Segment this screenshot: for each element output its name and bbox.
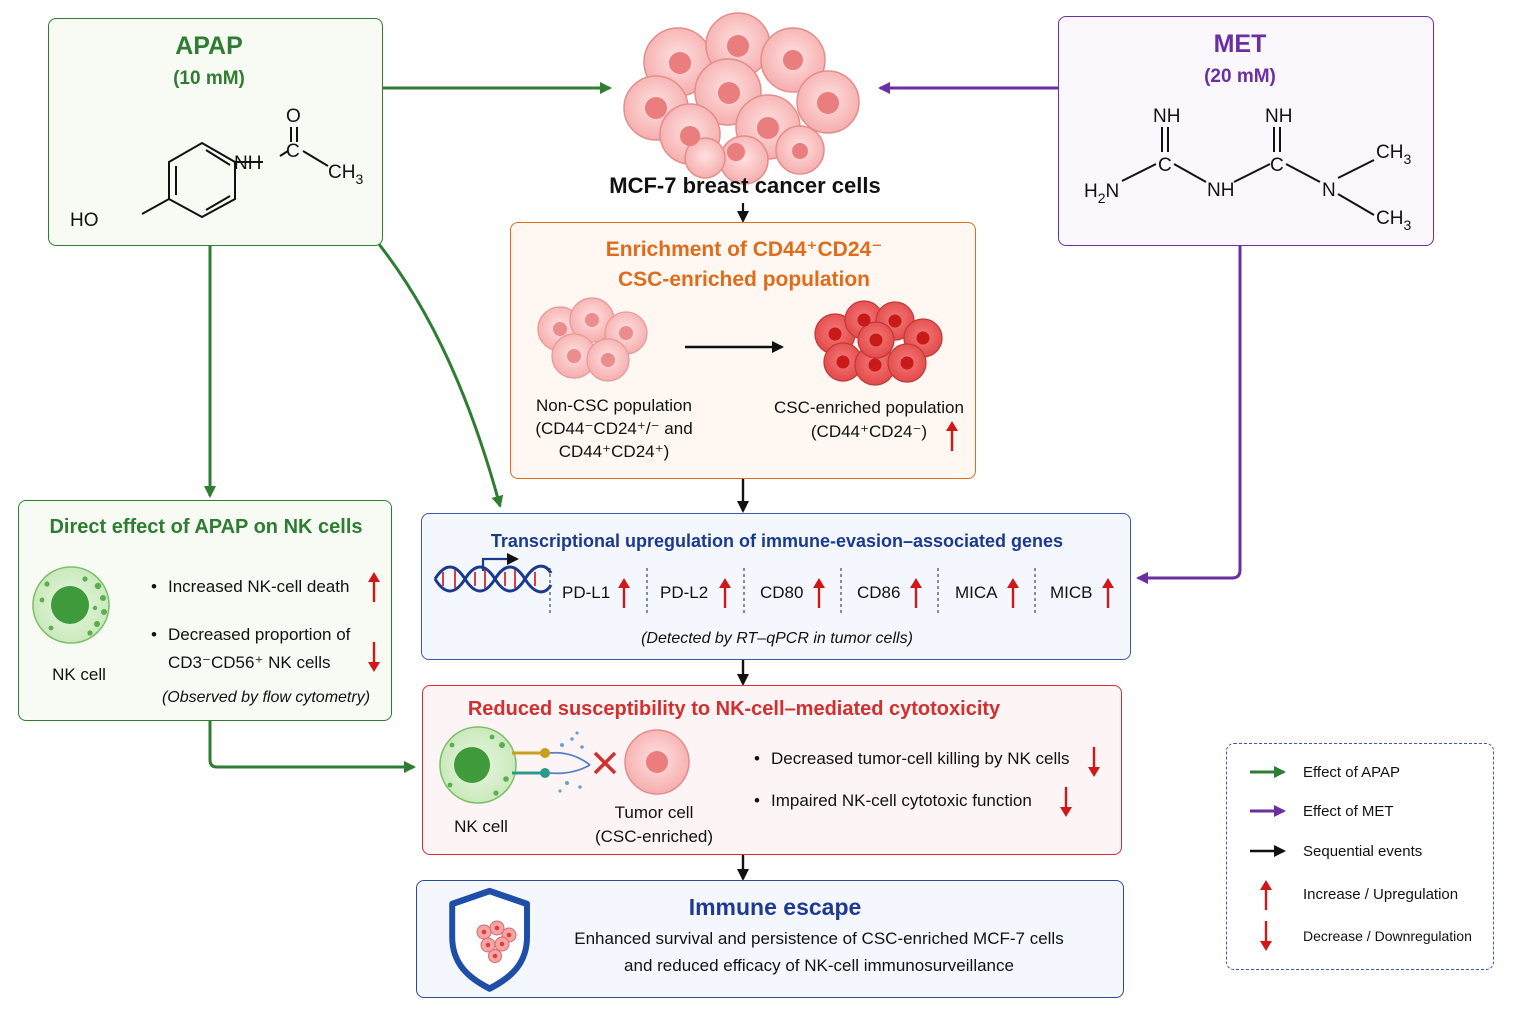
apap-box: APAP (10 mM) [48, 18, 383, 246]
met-c-left: C [1158, 155, 1172, 176]
csc-label-line1: CSC-enriched population [774, 398, 964, 417]
met-concentration: (20 mM) [1204, 66, 1276, 87]
mcf7-label: MCF-7 breast cancer cells [609, 173, 881, 198]
gene-mica: MICA [955, 583, 998, 602]
apap-c-label: C [286, 141, 300, 162]
escape-line1: Enhanced survival and persistence of CSC… [574, 929, 1064, 948]
pd-l1-up-arrow [618, 578, 630, 608]
apap-title: APAP [175, 32, 243, 60]
gene-cd86: CD86 [857, 583, 901, 602]
non-csc-label-line2: (CD44⁻CD24⁺/⁻ and [535, 419, 693, 438]
apap-concentration: (10 mM) [173, 68, 245, 89]
legend-symbols [1250, 766, 1286, 951]
legend-up-arrow [1260, 880, 1272, 910]
met-h2n-label: H2N [1084, 181, 1119, 206]
killing-down-arrow [1088, 747, 1100, 777]
transcription-box: Transcriptional upregulation of immune-e… [421, 513, 1131, 660]
non-csc-label-line3: CD44⁺CD24⁺) [558, 442, 670, 461]
met-ch3-top: CH3 [1376, 142, 1411, 167]
apap-ch3-label: CH3 [328, 162, 363, 187]
nk-cell-label: NK cell [52, 665, 106, 684]
transcription-title: Transcriptional upregulation of immune-e… [490, 531, 1064, 551]
cytotox-title: Reduced susceptibility to NK-cell–mediat… [467, 698, 1001, 720]
gene-pd-l2: PD-L2 [660, 583, 709, 602]
cytotox-bullet-killing: Decreased tumor-cell killing by NK cells [754, 749, 1070, 769]
met-n-label: N [1322, 180, 1336, 201]
cytotox-box: Reduced susceptibility to NK-cell–mediat… [422, 685, 1122, 855]
cd86-up-arrow [910, 578, 922, 608]
met-box: MET (20 mM) [1058, 16, 1434, 246]
mica-up-arrow [1007, 578, 1019, 608]
gene-pd-l1: PD-L1 [562, 583, 611, 602]
nk-direct-graphics [32, 566, 380, 672]
met-structure: NH NH C C H2N NH N CH3 CH3 [1084, 106, 1411, 233]
blocked-x-icon [593, 751, 617, 775]
nk-death-up-arrow [368, 572, 380, 602]
apap-structure: HO NH C O CH3 [70, 106, 363, 231]
transcription-graphics [433, 553, 1114, 613]
csc-label-line2: (CD44⁺CD24⁻) [810, 422, 928, 441]
met-ch3-bottom: CH3 [1376, 208, 1411, 233]
legend-down-arrow [1260, 921, 1272, 951]
cytotox-bullet-function: Impaired NK-cell cytotoxic function [754, 791, 1032, 811]
enrichment-graphics [537, 297, 958, 451]
apap-o-label: O [286, 106, 301, 127]
nk-direct-title: Direct effect of APAP on NK cells [49, 516, 363, 538]
legend-increase: Increase / Upregulation [1303, 886, 1459, 903]
transcription-note: (Detected by RT–qPCR in tumor cells) [641, 630, 913, 647]
met-title: MET [1213, 30, 1267, 58]
function-down-arrow [1060, 787, 1072, 817]
nk-proportion-down-arrow [368, 642, 380, 672]
tumor-label-line1: Tumor cell [614, 803, 694, 822]
legend-sequential: Sequential events [1303, 843, 1423, 860]
micb-up-arrow [1102, 578, 1114, 608]
shield-icon [449, 887, 530, 992]
legend-box [1226, 743, 1494, 970]
enrichment-title-line2: CSC-enriched population [618, 268, 870, 291]
escape-box: Immune escape Enhanced survival and pers… [416, 880, 1124, 998]
cytotox-graphics [439, 726, 1100, 817]
pd-l2-up-arrow [719, 578, 731, 608]
met-to-transcription-arrow [1136, 246, 1242, 584]
nk-bullet-proportion-line2: CD3⁻CD56⁺ NK cells [168, 653, 331, 672]
apap-ho-label: HO [70, 210, 99, 231]
cd80-up-arrow [813, 578, 825, 608]
legend-met: Effect of MET [1303, 803, 1394, 820]
dna-helix-icon [433, 553, 553, 594]
nk-to-cytotox-arrow [208, 721, 416, 773]
met-nh-middle: NH [1207, 180, 1234, 201]
mcf7-cell-cluster [623, 12, 860, 185]
legend-decrease: Decrease / Downregulation [1303, 928, 1472, 944]
gene-dividers [549, 568, 1036, 613]
non-csc-label-line1: Non-CSC population [536, 396, 692, 415]
non-csc-cell-cluster [537, 297, 648, 382]
tumor-label-line2: (CSC-enriched) [594, 827, 714, 846]
escape-line2: and reduced efficacy of NK-cell immunosu… [624, 956, 1014, 975]
nk-bullet-death: Increased NK-cell death [151, 577, 349, 597]
apap-to-transcription-arrow [376, 242, 504, 508]
enrichment-title-line1: Enrichment of CD44⁺CD24⁻ [605, 238, 883, 261]
nk-cell-icon [32, 566, 110, 644]
met-nh-top-right: NH [1265, 106, 1292, 127]
csc-cell-cluster [814, 300, 943, 386]
csc-up-arrow [946, 421, 958, 451]
met-c-right: C [1270, 155, 1284, 176]
met-nh-top-left: NH [1153, 106, 1180, 127]
gene-cd80: CD80 [760, 583, 804, 602]
nk-direct-note: (Observed by flow cytometry) [161, 689, 371, 706]
gene-micb: MICB [1050, 583, 1093, 602]
tumor-cell-icon [624, 729, 690, 795]
cytotox-nk-cell-icon [439, 726, 517, 804]
nk-bullet-proportion-line1: Decreased proportion of [151, 625, 350, 645]
legend-apap: Effect of APAP [1303, 764, 1401, 781]
receptor-ligand-icon [512, 731, 591, 793]
cytotox-nk-label: NK cell [454, 817, 508, 836]
escape-title: Immune escape [688, 894, 862, 920]
apap-nh-label: NH [234, 153, 261, 174]
